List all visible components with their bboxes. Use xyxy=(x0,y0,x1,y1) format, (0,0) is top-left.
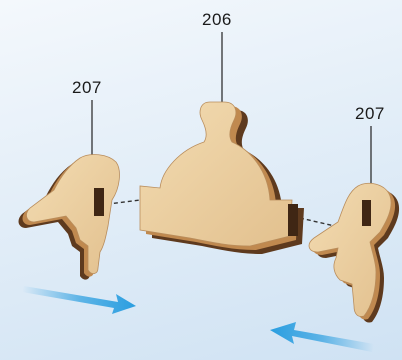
left-wood-part xyxy=(19,155,120,280)
part-number-207-left: 207 xyxy=(72,78,102,98)
part-number-206: 206 xyxy=(202,10,232,30)
arrow-left-motion xyxy=(270,322,374,352)
center-wood-part xyxy=(140,102,304,254)
part-number-207-right: 207 xyxy=(355,104,385,124)
right-wood-part xyxy=(309,183,399,322)
arrow-right-motion xyxy=(22,286,136,314)
